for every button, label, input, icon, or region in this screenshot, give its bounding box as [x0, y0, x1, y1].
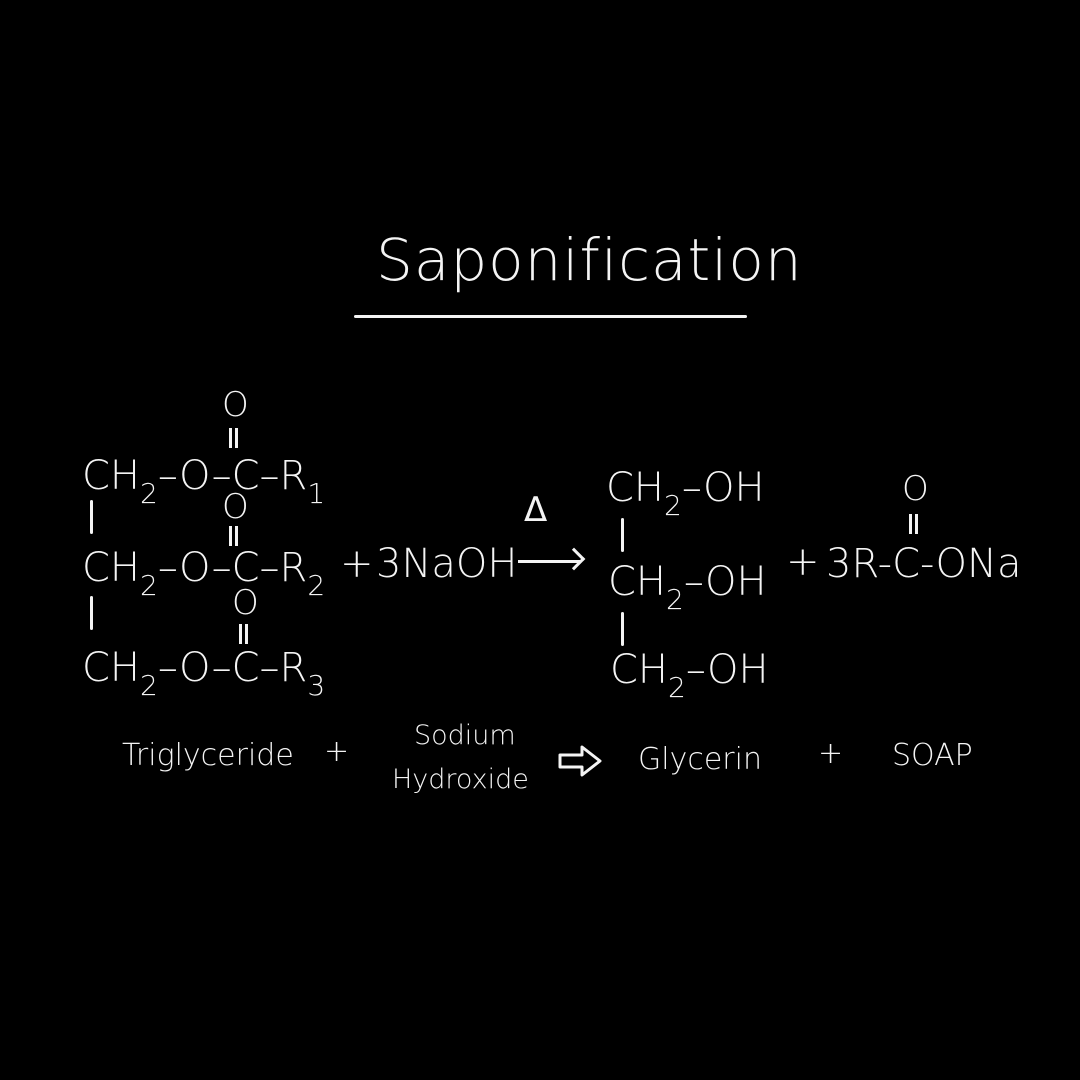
- bond: –: [211, 545, 232, 591]
- word-plus-2: +: [818, 736, 844, 771]
- product-plus: +: [786, 539, 820, 585]
- glycerin-row-1: CH2–OH: [606, 465, 765, 520]
- subscript: 1: [307, 477, 326, 510]
- oxygen: O: [178, 645, 212, 691]
- heat-symbol: Δ: [524, 490, 548, 530]
- bond: –: [211, 453, 232, 499]
- bond: –: [157, 645, 179, 691]
- word-plus-1: +: [324, 734, 350, 769]
- vertical-bond-4: [621, 612, 624, 646]
- oxygen: O: [178, 453, 212, 499]
- subscript: 2: [307, 569, 326, 602]
- bond: –: [259, 545, 280, 591]
- soap-double-bond: [909, 514, 918, 534]
- bond: -: [877, 541, 893, 587]
- bond: –: [211, 645, 232, 691]
- carbonyl-oxygen-2: O: [222, 487, 249, 527]
- vertical-bond-2: [90, 596, 93, 630]
- carbon: C: [892, 541, 920, 587]
- ch-label: CH: [82, 645, 141, 691]
- r-group: R: [279, 453, 308, 499]
- label-soap: SOAP: [892, 738, 973, 773]
- ch-label: CH: [606, 465, 665, 511]
- r-group: 3R: [826, 541, 878, 587]
- triglyceride-row-2: CH2–O–C–R2: [82, 545, 325, 600]
- ch-label: CH: [82, 545, 141, 591]
- carbon: C: [231, 545, 260, 591]
- reaction-arrow-line: [518, 560, 580, 563]
- subscript: 2: [140, 569, 158, 602]
- hydroxyl: OH: [704, 559, 767, 605]
- bond: –: [681, 465, 703, 511]
- bond: -: [920, 541, 936, 587]
- r-group: R: [279, 645, 308, 691]
- label-glycerin: Glycerin: [638, 742, 762, 777]
- title-underline: [354, 315, 747, 318]
- subscript: 2: [140, 669, 158, 702]
- vertical-bond-1: [90, 500, 93, 534]
- bond: –: [259, 453, 280, 499]
- double-bond-1: [229, 428, 238, 448]
- bond: –: [685, 647, 707, 693]
- reaction-arrow-head: [562, 547, 586, 571]
- vertical-bond-3: [621, 518, 624, 552]
- bond: –: [157, 453, 179, 499]
- hollow-right-arrow-icon: [558, 745, 602, 777]
- subscript: 2: [140, 477, 158, 510]
- r-group: R: [279, 545, 308, 591]
- double-bond-3: [239, 624, 248, 644]
- label-sodium: Sodium: [414, 720, 516, 751]
- subscript: 3: [307, 669, 326, 702]
- ch-label: CH: [610, 647, 669, 693]
- ch-label: CH: [82, 453, 141, 499]
- subscript: 2: [668, 671, 686, 704]
- hydroxyl: OH: [702, 465, 765, 511]
- glycerin-row-2: CH2–OH: [608, 559, 767, 614]
- bond: –: [683, 559, 705, 605]
- glycerin-row-3: CH2–OH: [610, 647, 769, 702]
- carbon: C: [231, 453, 260, 499]
- triglyceride-row-1: CH2–O–C–R1: [82, 453, 325, 508]
- label-hydroxide: Hydroxide: [392, 764, 529, 795]
- soap-formula: 3R-C-ONa: [826, 544, 1021, 584]
- sodium-oxide: ONa: [935, 541, 1022, 587]
- reactant-plus: +: [340, 541, 374, 587]
- bond: –: [259, 645, 280, 691]
- double-bond-2: [229, 526, 238, 546]
- subscript: 2: [664, 489, 682, 522]
- ch-label: CH: [608, 559, 667, 605]
- carbonyl-oxygen-1: O: [222, 385, 249, 425]
- carbon: C: [231, 645, 260, 691]
- page-title: Saponification: [376, 226, 803, 294]
- bond: –: [157, 545, 179, 591]
- subscript: 2: [666, 583, 684, 616]
- triglyceride-row-3: CH2–O–C–R3: [82, 645, 325, 700]
- naoh-formula: 3NaOH: [376, 541, 518, 587]
- hydroxyl: OH: [706, 647, 769, 693]
- soap-carbonyl-oxygen: O: [902, 469, 929, 509]
- oxygen: O: [178, 545, 212, 591]
- label-triglyceride: Triglyceride: [122, 738, 294, 773]
- carbonyl-oxygen-3: O: [232, 583, 259, 623]
